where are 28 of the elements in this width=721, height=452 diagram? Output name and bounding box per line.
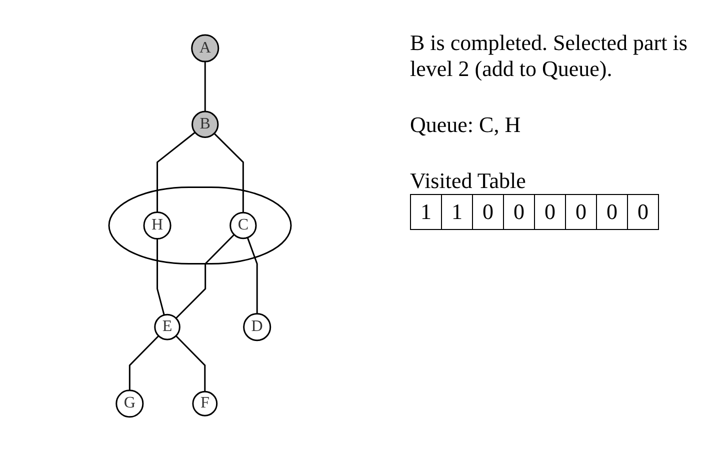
node-circle: D (243, 313, 272, 342)
connector (128, 335, 160, 390)
node-circle: C (230, 212, 257, 240)
connector (175, 234, 235, 319)
connector (156, 238, 165, 316)
table-cell: 0 (596, 194, 628, 230)
node-circle: F (192, 390, 218, 416)
table-cell: 0 (566, 194, 596, 230)
node-circle: H (143, 212, 172, 240)
node-circle: A (191, 34, 220, 62)
node-circle: B (192, 110, 219, 138)
table-cell: 0 (472, 194, 504, 230)
node-circle: G (116, 390, 144, 418)
table-heading: Visited Table (410, 168, 527, 194)
cluster (108, 186, 292, 265)
table-cell: 0 (534, 194, 566, 230)
note-text: B is completed. Selected part is level 2 (add to Queue). (410, 30, 688, 82)
connector (214, 132, 244, 213)
connector (156, 132, 196, 212)
connector (246, 237, 258, 314)
table-cell: 0 (628, 194, 658, 230)
connector (204, 62, 206, 112)
table-cell: 1 (442, 194, 472, 230)
node-circle: E (154, 314, 180, 340)
connector (175, 335, 206, 392)
queue-text: Queue: C, H (410, 112, 522, 138)
table-cell: 0 (504, 194, 534, 230)
table-cell: 1 (410, 194, 442, 230)
